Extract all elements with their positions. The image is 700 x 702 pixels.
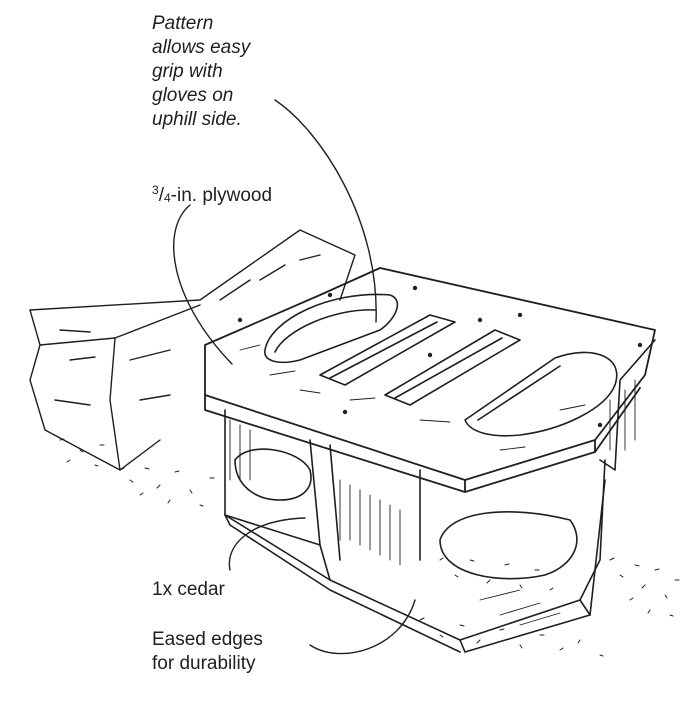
plywood-callout: 3/4-in. plywood [152, 183, 273, 206]
pattern-line-1: Pattern [152, 13, 214, 34]
plywood-label: -in. plywood [170, 185, 273, 206]
cedar-callout: 1x cedar [152, 578, 225, 602]
plywood-leader [173, 204, 233, 365]
cedar-frame [224, 339, 656, 653]
eased-edges-line-1: Eased edges [152, 629, 263, 650]
eased-edges-callout: Eased edges for durability [152, 628, 263, 676]
eased-edges-line-2: for durability [152, 653, 256, 674]
pattern-line-4: gloves on [152, 85, 234, 106]
pattern-leader [274, 99, 377, 323]
plywood-fraction-numerator: 3 [152, 183, 159, 197]
eased-edges-leader [309, 599, 416, 655]
stone-wall [29, 229, 356, 471]
pattern-line-2: allows easy [152, 37, 251, 58]
leader-lines [173, 99, 416, 655]
pattern-callout: Pattern allows easy grip with gloves on … [152, 12, 250, 132]
plywood-top [204, 267, 656, 493]
grip-slots [264, 293, 618, 437]
pattern-line-5: uphill side. [152, 109, 242, 130]
gravel-texture [59, 438, 680, 657]
cedar-label: 1x cedar [152, 579, 225, 600]
screw-heads [237, 285, 643, 428]
cedar-leader [228, 517, 306, 571]
wood-grain [229, 344, 636, 626]
plywood-fraction-denominator: 4 [163, 191, 171, 205]
pattern-line-3: grip with [152, 61, 223, 82]
